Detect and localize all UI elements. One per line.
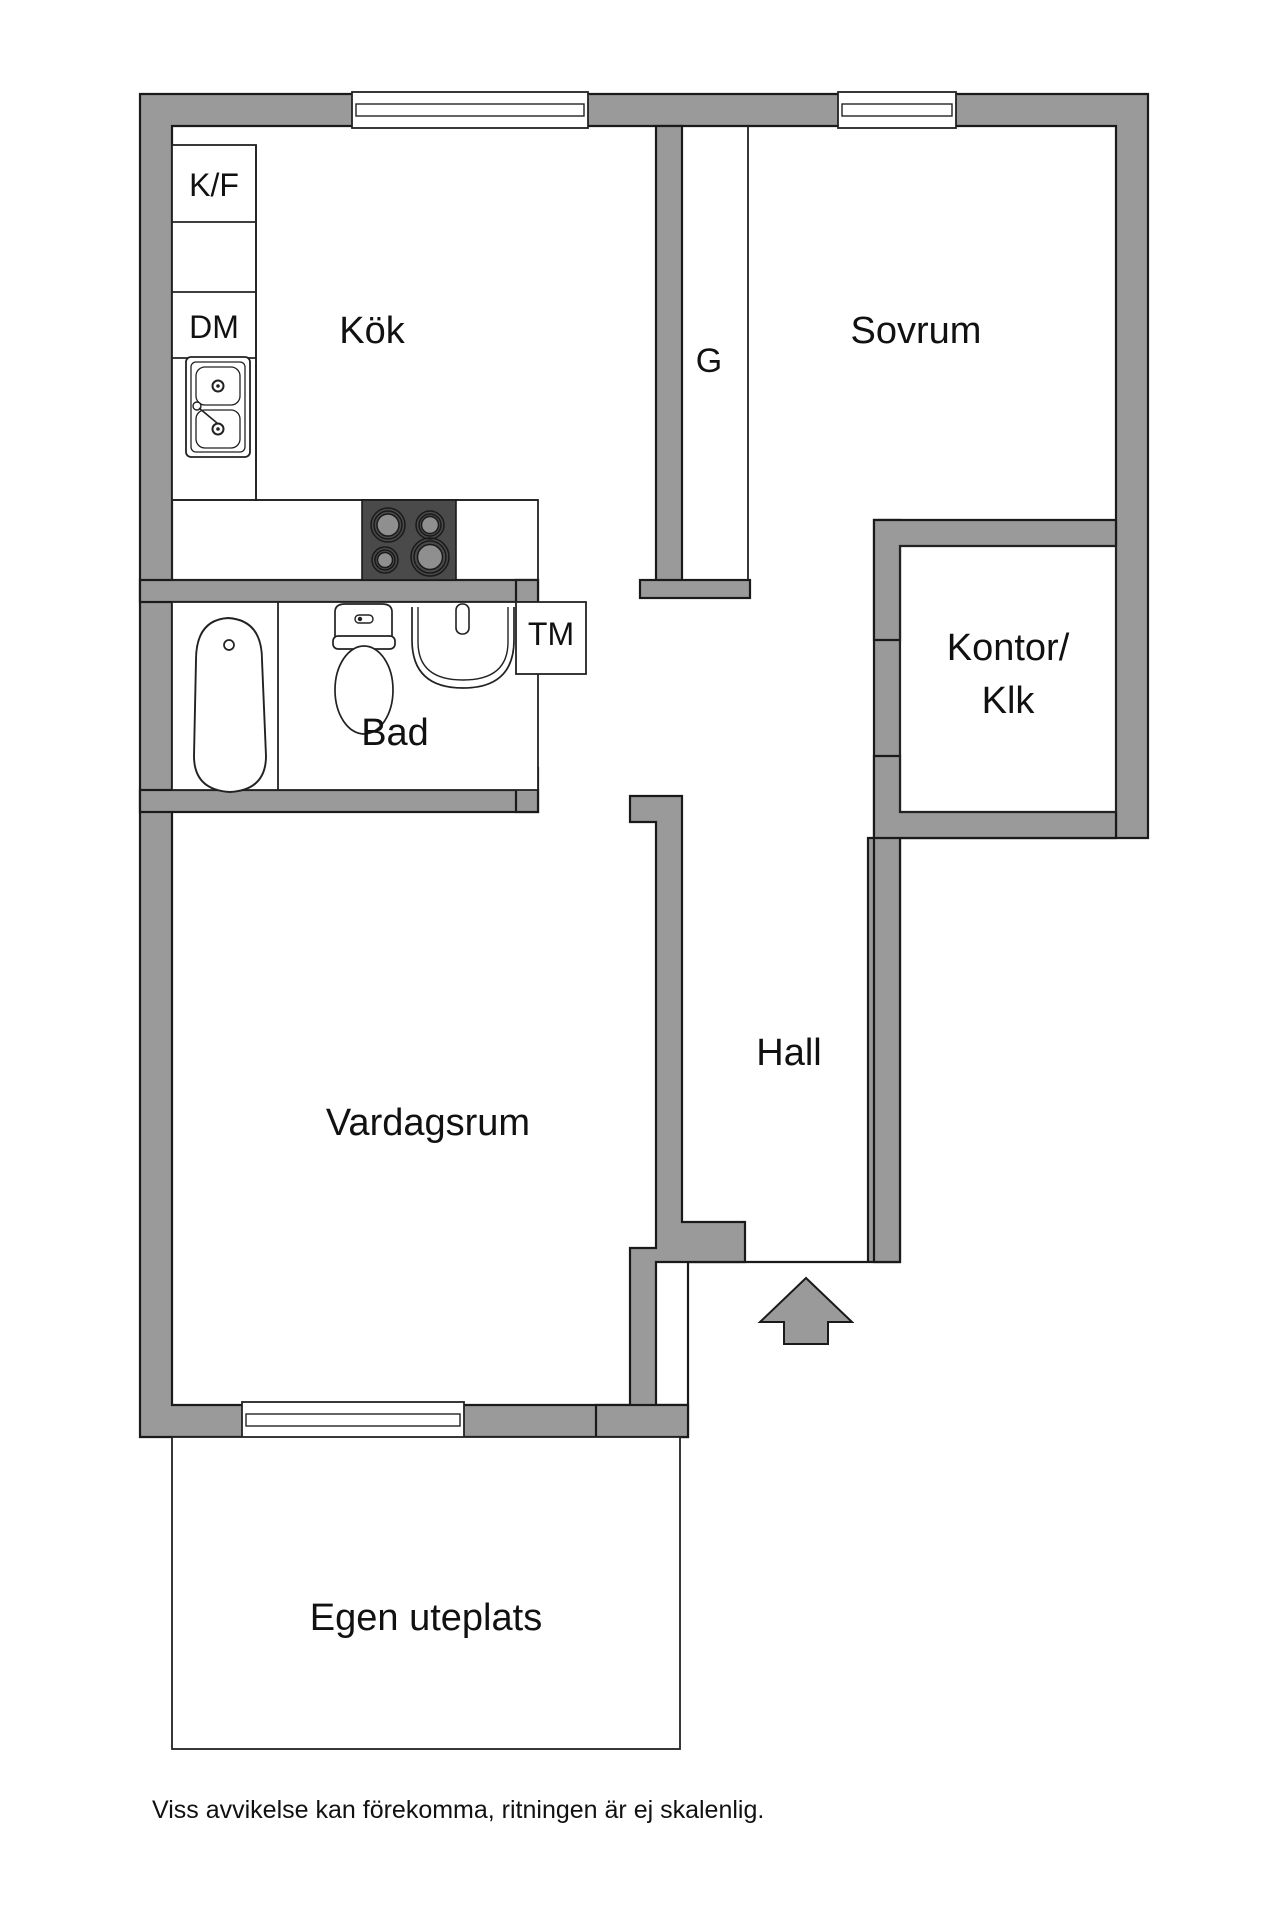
wall-garderob-base	[638, 578, 752, 600]
washing-machine-box	[515, 601, 587, 675]
kitchen-sink-icon	[185, 356, 251, 458]
wall-livingroom-jog	[594, 1403, 690, 1439]
wall-kitchen-right	[654, 124, 684, 596]
label-sovrum: Sovrum	[851, 310, 982, 352]
wall-kitchen-bath	[138, 578, 540, 604]
terrace-outline	[171, 1436, 681, 1750]
window-bedroom-icon	[837, 91, 957, 129]
label-hall: Hall	[756, 1032, 821, 1074]
label-garderob: G	[696, 342, 722, 380]
cooktop-icon	[361, 499, 457, 581]
wall-bath-bottom	[138, 788, 540, 814]
kontor-room-outline	[899, 545, 1117, 813]
toilet-icon	[332, 603, 396, 735]
wall-hall-left	[628, 794, 747, 1439]
kitchen-fittings	[171, 144, 539, 581]
label-klk: Klk	[982, 680, 1036, 722]
windows-group	[241, 91, 957, 1439]
label-fridge-freezer: K/F	[189, 167, 239, 203]
label-kontor: Kontor/	[947, 627, 1070, 669]
entrance-arrow-icon	[757, 1276, 855, 1345]
bathroom-fittings	[171, 601, 587, 793]
label-vardagsrum: Vardagsrum	[326, 1102, 530, 1144]
label-dishwasher: DM	[189, 309, 239, 345]
window-kitchen-icon	[351, 91, 589, 129]
plan-caption: Viss avvikelse kan förekomma, ritningen …	[152, 1796, 764, 1824]
room-labels: Kök Sovrum G Kontor/ Klk Bad Hall Vardag…	[310, 310, 1070, 1639]
appliance-labels: K/F DM TM	[189, 167, 574, 652]
wall-kontor-lower	[872, 754, 1118, 840]
label-bad: Bad	[361, 712, 429, 754]
label-uteplats: Egen uteplats	[310, 1597, 542, 1639]
window-livingroom-icon	[241, 1401, 465, 1439]
washbasin-icon	[411, 603, 515, 689]
label-washing-machine: TM	[528, 616, 574, 652]
bathtub-icon	[193, 602, 279, 793]
wall-kontor	[872, 518, 1118, 642]
kitchen-base-cabinets	[171, 500, 538, 581]
label-kok: Kök	[339, 310, 405, 352]
